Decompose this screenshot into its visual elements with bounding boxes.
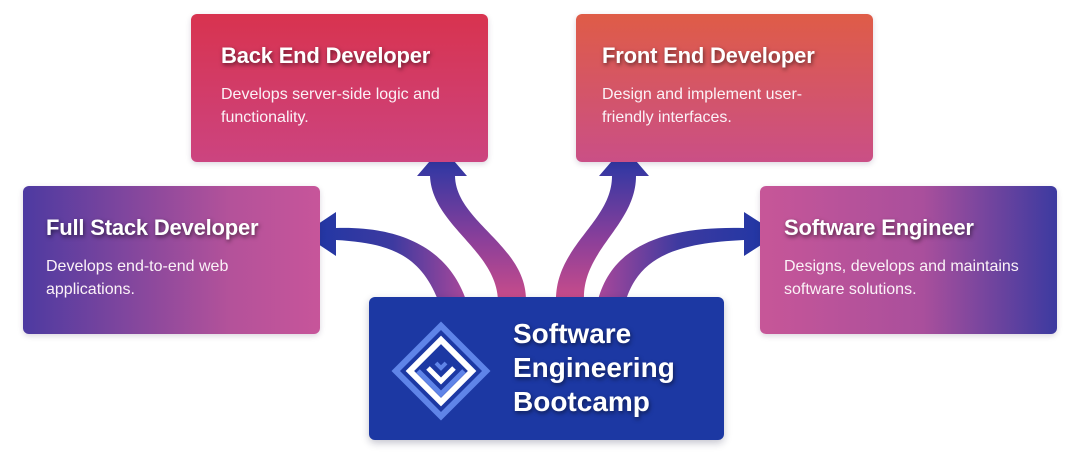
role-description: Design and implement user-friendly inter… xyxy=(602,86,803,126)
bootcamp-center-box: Software Engineering Bootcamp xyxy=(369,297,724,440)
role-description: Designs, develops and maintains software… xyxy=(784,258,1019,298)
role-card-frontend: Front End Developer Design and implement… xyxy=(576,14,873,162)
arrow-to-frontend xyxy=(556,147,649,300)
diamond-layers-logo-icon xyxy=(391,321,491,421)
role-title: Full Stack Developer xyxy=(46,215,259,240)
role-card-fullstack: Full Stack Developer Develops end-to-end… xyxy=(23,186,320,334)
arrow-to-backend xyxy=(417,147,526,300)
bootcamp-title-line: Bootcamp xyxy=(513,386,650,417)
role-description: Develops end-to-end web applications. xyxy=(46,258,229,298)
role-title: Back End Developer xyxy=(221,43,431,68)
arrow-to-fullstack xyxy=(303,212,466,300)
role-title: Software Engineer xyxy=(784,215,974,240)
role-title: Front End Developer xyxy=(602,43,815,68)
bootcamp-title: Software Engineering Bootcamp xyxy=(513,317,713,419)
role-card-swe: Software Engineer Designs, develops and … xyxy=(760,186,1057,334)
arrow-to-swe xyxy=(598,212,778,300)
bootcamp-title-line: Engineering xyxy=(513,352,675,383)
role-description: Develops server-side logic and functiona… xyxy=(221,86,440,126)
role-card-backend: Back End Developer Develops server-side … xyxy=(191,14,488,162)
bootcamp-title-line: Software xyxy=(513,318,632,349)
